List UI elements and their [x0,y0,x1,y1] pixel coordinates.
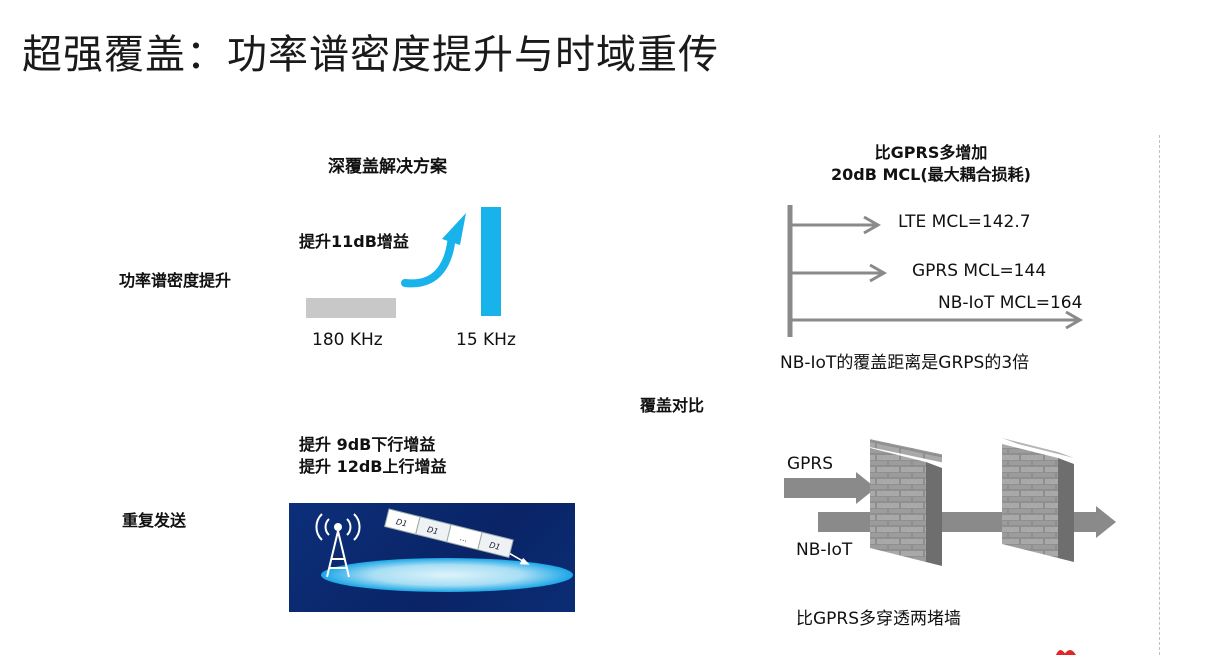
deep-coverage-title: 深覆盖解决方案 [328,157,447,177]
walls-diagram [784,438,1116,566]
coverage-compare-label: 覆盖对比 [640,396,705,415]
psd-label: 功率谱密度提升 [119,271,232,290]
repeat-illustration: D1 D1 ... D1 [289,503,575,612]
lte-mcl-label: LTE MCL=142.7 [898,212,1031,232]
antenna-tower-icon [315,513,361,578]
bar-180khz-label: 180 KHz [312,330,383,350]
mcl-title-line1: 比GPRS多增加 [874,143,988,162]
bar-15khz-label: 15 KHz [456,330,516,350]
wall-1-icon [870,439,942,566]
repeat-label: 重复发送 [122,511,187,530]
wall-2-icon [1002,438,1074,562]
distance-note: NB-IoT的覆盖距离是GRPS的3倍 [780,353,1030,373]
mcl-arrows-diagram [787,205,1084,337]
mcl-title: 比GPRS多增加 20dB MCL(最大耦合损耗) [800,142,1062,186]
wall-nbiot-label: NB-IoT [796,540,853,560]
curved-gain-arrow-icon [401,213,466,288]
packet-strip: D1 D1 ... D1 [384,508,530,565]
packet-2: D1 [426,525,439,536]
nbiot-mcl-label: NB-IoT MCL=164 [938,293,1083,313]
mcl-title-line2: 20dB MCL(最大耦合损耗) [831,165,1031,184]
gprs-mcl-label: GPRS MCL=144 [912,261,1047,281]
packet-4: D1 [488,540,501,551]
section-divider [1159,135,1160,655]
wall-gprs-label: GPRS [787,454,834,474]
packet-3: ... [459,533,469,544]
wall-note: 比GPRS多穿透两堵墙 [796,609,962,629]
repeat-gain-uplink: 提升 12dB上行增益 [299,457,447,476]
page-title: 超强覆盖：功率谱密度提升与时域重传 [22,32,719,78]
packet-1: D1 [395,517,408,528]
coverage-ellipse [321,558,573,592]
bar-15khz [481,207,501,316]
repeat-gain-text: 提升 9dB下行增益 提升 12dB上行增益 [299,434,447,478]
brand-logo-icon [1056,650,1076,655]
repeat-gain-downlink: 提升 9dB下行增益 [299,435,436,454]
bar-180khz [306,298,396,318]
gain-label: 提升11dB增益 [299,232,409,251]
